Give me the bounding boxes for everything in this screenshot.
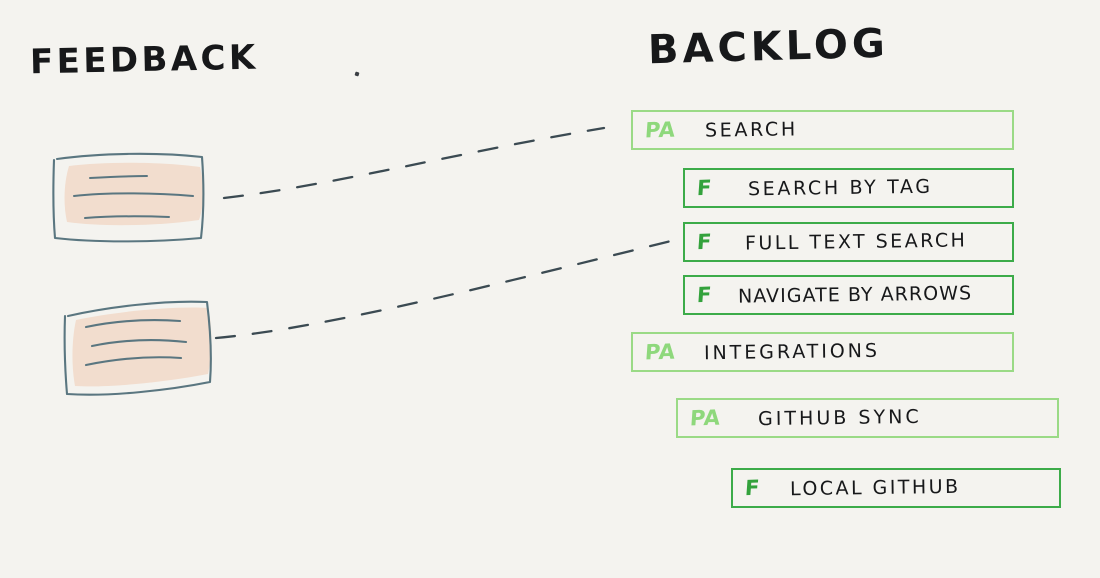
card-text-line xyxy=(90,339,188,348)
backlog-row-local-github[interactable]: F LOCAL GITHUB xyxy=(731,468,1061,508)
backlog-row-search[interactable]: PA SEARCH xyxy=(631,110,1014,150)
backlog-row-search-by-tag[interactable]: F SEARCH BY TAG xyxy=(683,168,1014,208)
backlog-row-full-text-search[interactable]: F FULL TEXT SEARCH xyxy=(683,222,1014,262)
card-text-line xyxy=(84,215,170,219)
card-highlight xyxy=(72,307,212,387)
badge-f: F xyxy=(696,229,713,254)
backlog-row-label: INTEGRATIONS xyxy=(703,339,881,364)
card-outline xyxy=(63,300,212,396)
badge-pa: PA xyxy=(689,404,722,431)
connector-card1-to-search xyxy=(222,126,606,200)
card-text-line xyxy=(73,192,194,197)
card-outline xyxy=(52,152,205,243)
backlog-row-label: SEARCH xyxy=(704,117,799,142)
backlog-row-label: NAVIGATE BY ARROWS xyxy=(737,281,972,308)
card-text-line xyxy=(84,319,182,329)
badge-pa: PA xyxy=(644,338,677,365)
backlog-row-label: SEARCH BY TAG xyxy=(747,175,933,200)
backlog-row-github-sync[interactable]: PA GITHUB SYNC xyxy=(676,398,1059,438)
badge-f: F xyxy=(744,475,761,500)
badge-pa: PA xyxy=(644,116,677,143)
backlog-row-label: LOCAL GITHUB xyxy=(789,475,961,500)
card-text-line xyxy=(84,356,183,367)
feedback-card-sketch xyxy=(63,300,212,396)
card-text-line xyxy=(89,175,148,179)
backlog-row-label: FULL TEXT SEARCH xyxy=(744,228,968,255)
backlog-row-navigate-by-arrows[interactable]: F NAVIGATE BY ARROWS xyxy=(683,275,1014,315)
page-title-feedback: FEEDBACK xyxy=(29,37,260,83)
feedback-card[interactable] xyxy=(58,298,233,403)
badge-f: F xyxy=(696,282,713,307)
ink-speck-artifact xyxy=(354,71,360,77)
connector-card2-to-full-text-search xyxy=(214,239,673,340)
feedback-card-sketch xyxy=(52,152,205,243)
backlog-row-integrations[interactable]: PA INTEGRATIONS xyxy=(631,332,1014,372)
backlog-row-label: GITHUB SYNC xyxy=(757,405,923,430)
page-title-backlog: BACKLOG xyxy=(647,20,890,74)
badge-f: F xyxy=(696,175,713,200)
feedback-card[interactable] xyxy=(48,148,223,248)
